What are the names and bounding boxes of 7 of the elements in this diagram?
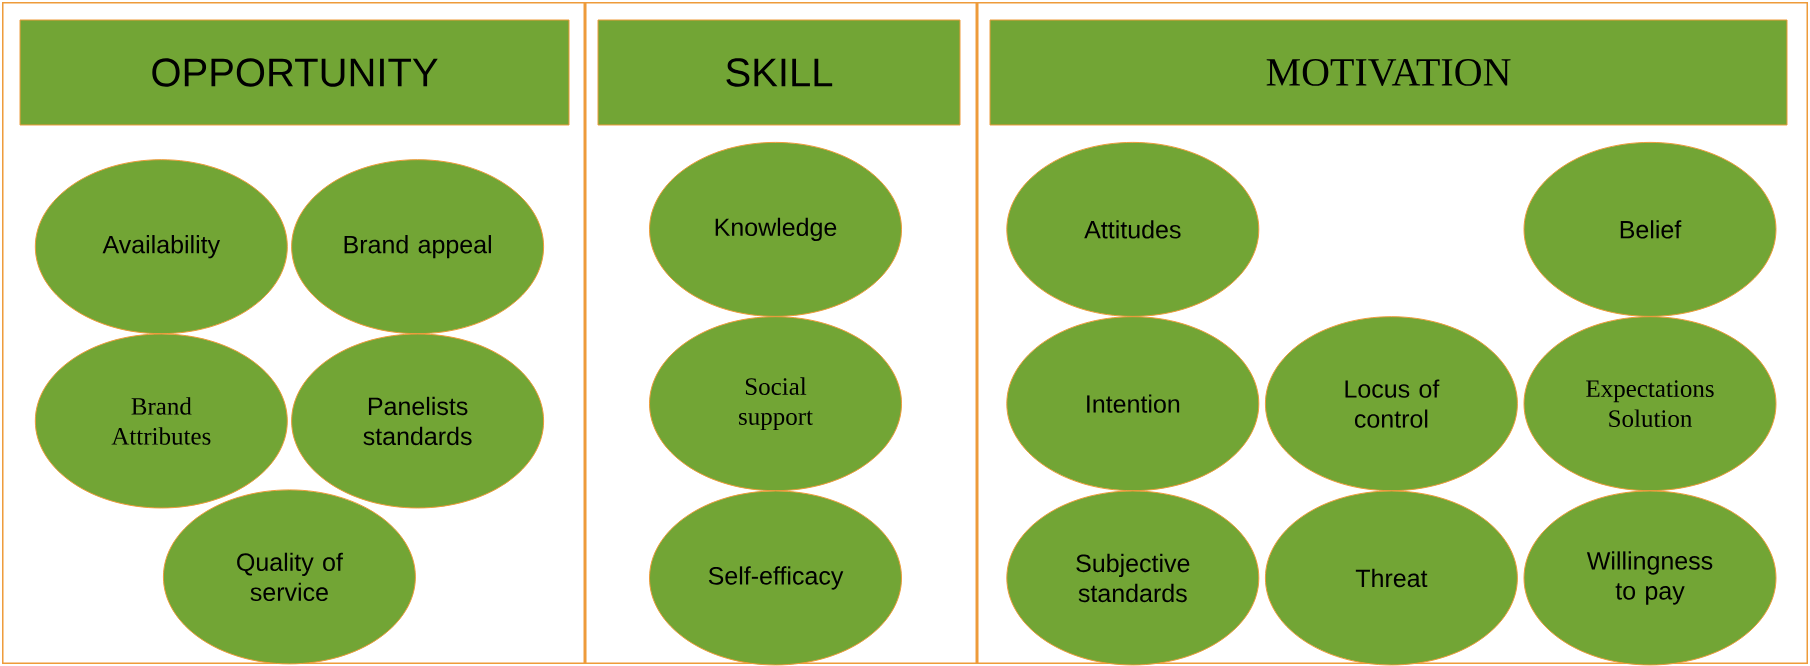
panel-frame <box>977 2 1808 664</box>
panel-frame <box>2 2 585 664</box>
header-box: OPPORTUNITY <box>19 19 570 126</box>
header-box: SKILL <box>597 19 961 126</box>
header-box: MOTIVATION <box>989 19 1788 126</box>
node-label: Quality of service <box>237 552 343 602</box>
panel-frame <box>585 2 977 664</box>
